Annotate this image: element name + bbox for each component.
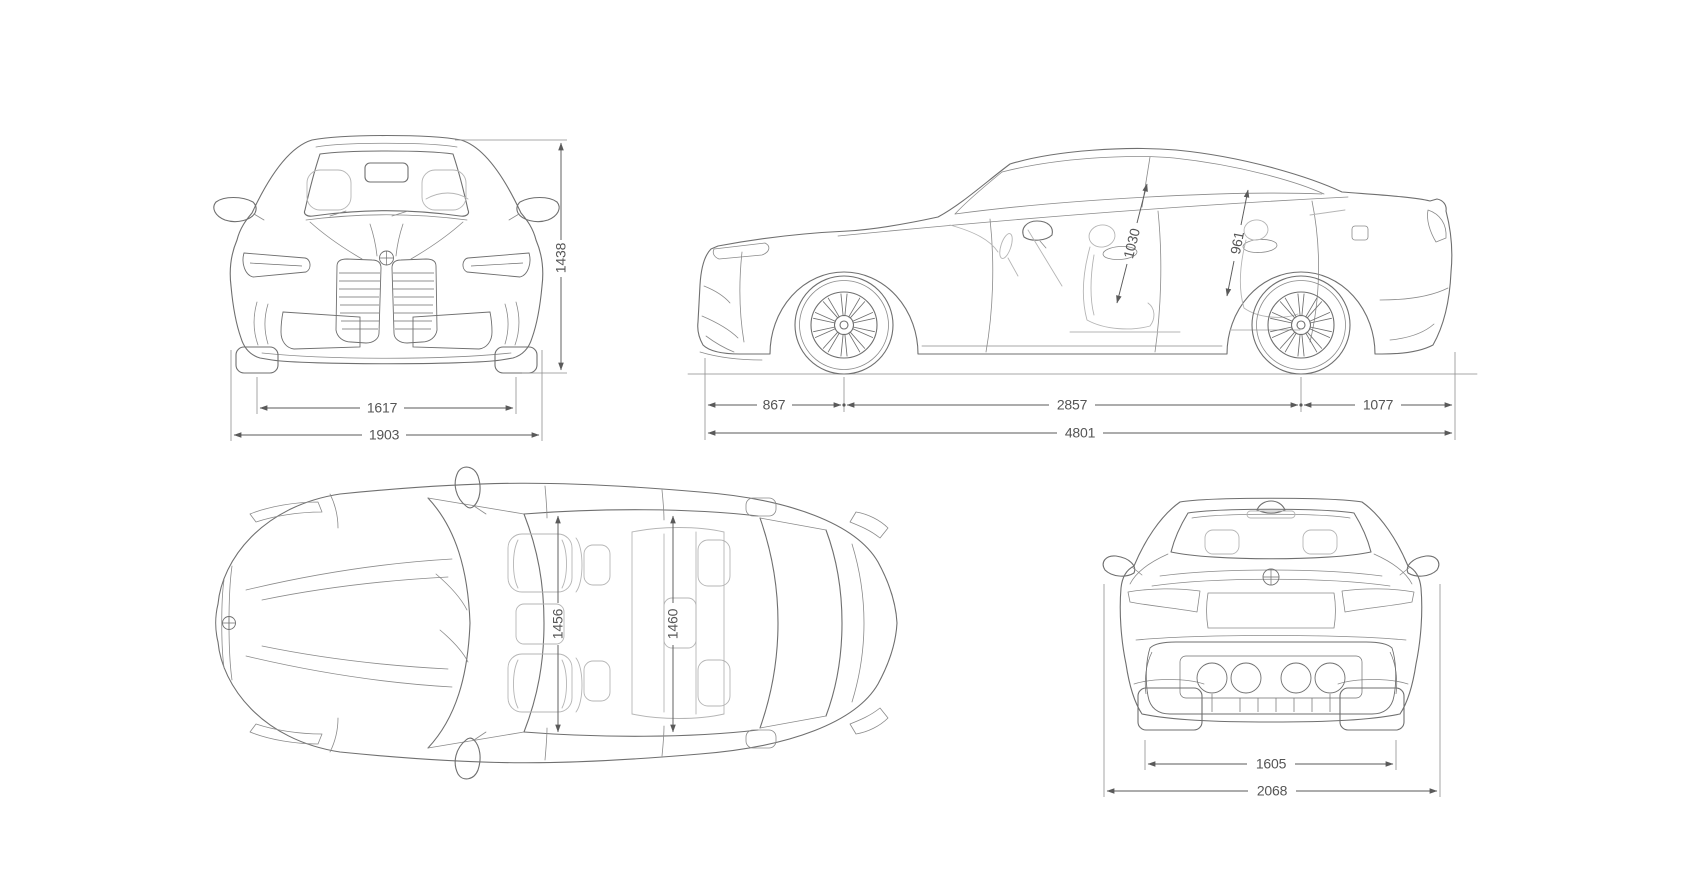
top-view: 1456 1460 [215, 466, 898, 780]
rear-wheels [1137, 687, 1405, 731]
dim-width-incl-mirrors: 2068 [1103, 584, 1441, 799]
dimension-label-front-headroom: 1030 [1120, 226, 1143, 260]
dimension-label-front-track: 1617 [367, 400, 398, 416]
dimension-label-overall-length: 4801 [1065, 425, 1096, 441]
dim-overall-width: 1903 [230, 350, 543, 443]
front-lower-intakes [253, 301, 520, 359]
dim-overall-height: 1438 [455, 139, 569, 374]
rearview-mirror [364, 162, 409, 183]
dim-rear-track: 1605 [1144, 740, 1397, 772]
dimension-label-width-incl-mirrors: 2068 [1257, 783, 1288, 799]
top-mirrors [454, 466, 487, 780]
dimension-label-rear-interior-width: 1460 [665, 608, 681, 639]
rear-car-outline [1119, 497, 1423, 723]
dim-front-headroom: 1030 [1116, 183, 1148, 304]
kidney-grilles [335, 258, 438, 344]
top-car-outline [215, 482, 898, 764]
dimension-label-overall-width: 1903 [369, 427, 400, 443]
rear-mirrors [1102, 555, 1440, 577]
dimension-label-overall-height: 1438 [553, 242, 569, 273]
dim-rear-interior-width: 1460 [665, 515, 681, 733]
dim-wheelbase: 2857 [846, 377, 1303, 413]
rear-exhaust-tips [1196, 662, 1346, 694]
dimension-label-wheelbase: 2857 [1057, 397, 1088, 413]
front-mirrors [213, 196, 560, 223]
front-headlights [242, 252, 531, 278]
dimension-label-rear-track: 1605 [1256, 756, 1287, 772]
dim-overall-length: 4801 [707, 425, 1453, 441]
rear-interior-headrests [1204, 510, 1338, 555]
front-wheels [235, 346, 538, 374]
dim-front-overhang: 867 [704, 358, 846, 440]
dimension-label-rear-headroom: 961 [1227, 230, 1247, 256]
bmw-roundel-icon [1262, 568, 1280, 586]
rear-wheel [1252, 276, 1350, 374]
dim-rear-overhang: 1077 [1303, 352, 1456, 440]
front-wheel [795, 276, 893, 374]
dim-front-interior-width: 1456 [550, 515, 566, 733]
dimension-label-front-overhang: 867 [763, 397, 786, 413]
bmw-roundel-icon [379, 250, 394, 266]
dim-front-track: 1617 [256, 377, 517, 416]
front-car-outline [229, 134, 544, 365]
dim-rear-headroom: 961 [1225, 189, 1250, 297]
dimension-label-rear-overhang: 1077 [1363, 397, 1394, 413]
top-interior-seats [507, 527, 731, 719]
front-view: 1438 1617 1903 [213, 134, 569, 443]
side-car-outline [697, 147, 1453, 361]
rear-diffuser [1144, 641, 1398, 715]
side-view: 1030 961 867 2857 1077 [687, 147, 1478, 441]
bmw-roundel-icon [222, 616, 236, 630]
side-interior [949, 209, 1346, 333]
front-interior [306, 169, 469, 211]
rear-view: 1605 2068 [1102, 497, 1441, 799]
dimension-label-front-interior-width: 1456 [550, 608, 566, 639]
